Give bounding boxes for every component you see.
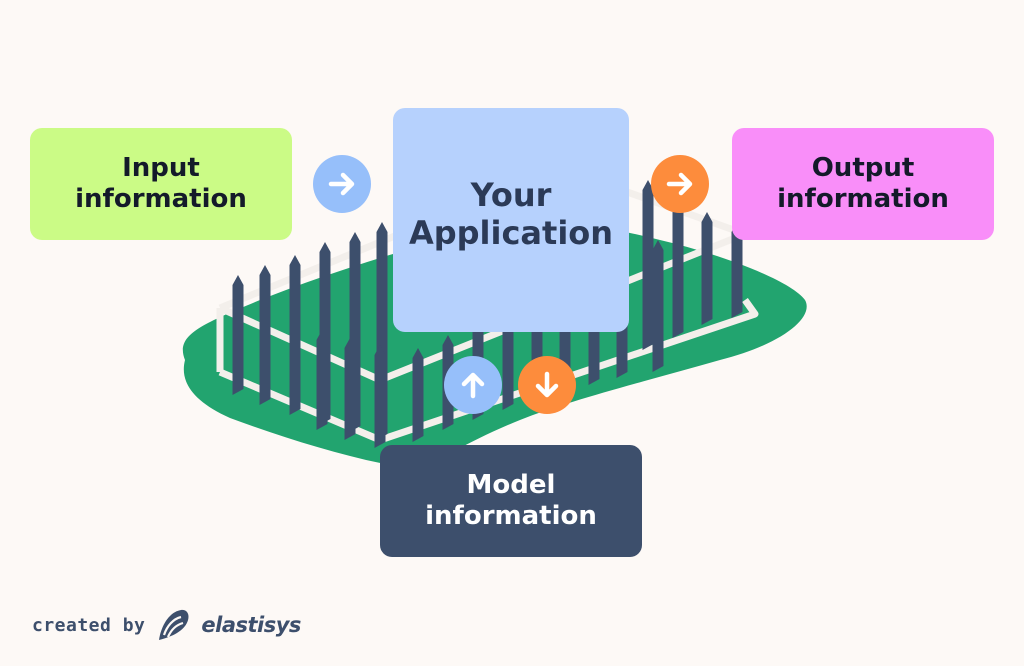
arrow-right-icon	[328, 172, 355, 196]
application-to-model-arrow	[518, 356, 576, 414]
output-label-line1: Output	[811, 152, 915, 183]
arrow-down-icon	[535, 371, 559, 398]
arrow-right-icon	[666, 172, 693, 196]
fence-picket	[502, 308, 514, 410]
model-label-line2: information	[425, 501, 597, 531]
fence-picket	[731, 222, 743, 318]
application-label-line1: Your	[470, 175, 552, 214]
fence-pickets	[232, 180, 743, 448]
fence-picket	[701, 212, 713, 325]
input-label-line1: Input	[122, 152, 200, 183]
application-label-line2: Application	[408, 214, 614, 252]
fence-picket	[259, 265, 271, 405]
fence-picket	[672, 200, 684, 338]
arrow-up-icon	[461, 372, 485, 399]
created-by-text: created by	[32, 614, 146, 636]
model-to-application-arrow	[444, 356, 502, 414]
fence-picket	[652, 240, 664, 372]
footer-credit: created by elastisys	[32, 608, 301, 642]
fence-picket	[289, 255, 301, 415]
fence-picket	[642, 180, 654, 350]
fence-picket	[374, 345, 386, 448]
brand-name: elastisys	[201, 613, 301, 637]
fence-picket	[316, 330, 328, 430]
input-label-line2: information	[75, 184, 247, 214]
output-label-line2: information	[777, 184, 949, 214]
application-to-output-arrow	[651, 155, 709, 213]
fence-picket	[344, 338, 356, 440]
input-to-application-arrow	[313, 155, 371, 213]
elastisys-logo-icon	[159, 609, 189, 640]
fence-picket	[232, 275, 244, 395]
model-label-line1: Model	[466, 469, 556, 500]
fence-picket	[412, 348, 424, 442]
